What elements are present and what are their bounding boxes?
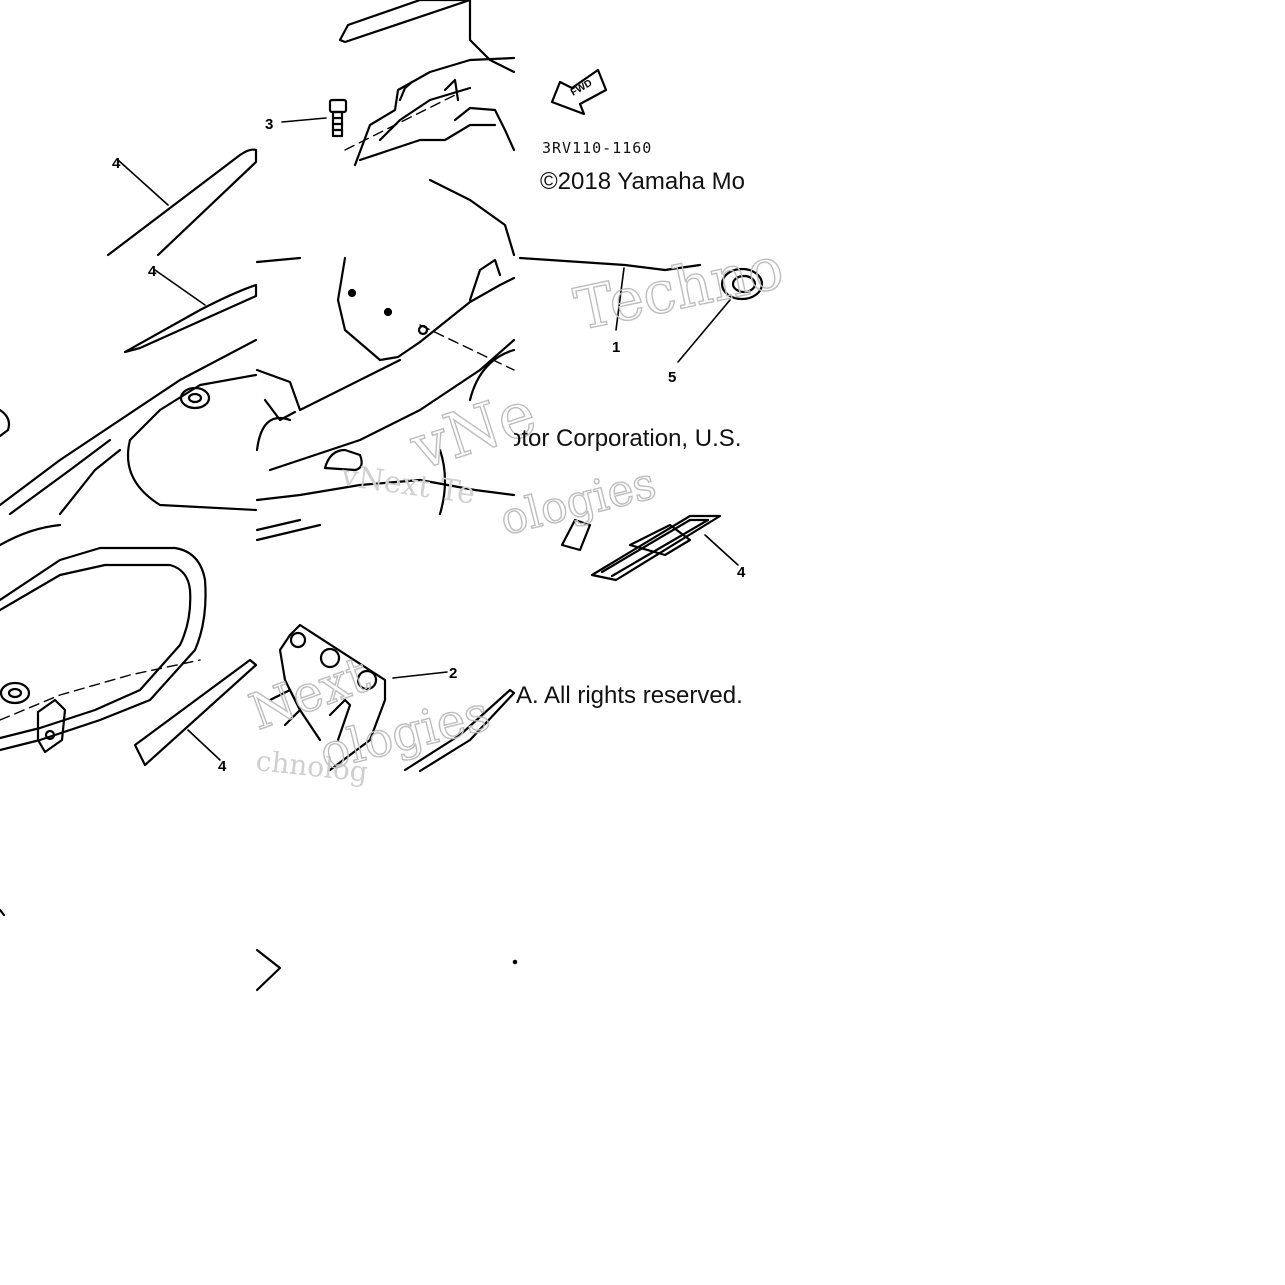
fragment-bottom-left bbox=[0, 908, 6, 917]
callout-5: 5 bbox=[668, 369, 676, 386]
rear-fender-top bbox=[338, 0, 516, 257]
fwd-label: FWD bbox=[569, 78, 594, 99]
copyright-line-2-clip: otor Corporation, U.S. bbox=[514, 425, 771, 459]
fender-body-middle bbox=[255, 256, 516, 516]
bolt-part-3 bbox=[328, 98, 348, 138]
leader-line-5 bbox=[677, 299, 731, 363]
leader-line-4-b bbox=[154, 269, 206, 306]
callout-2: 2 bbox=[449, 665, 457, 682]
side-stripe-upper-left bbox=[106, 148, 258, 257]
license-bracket-part-2 bbox=[255, 518, 516, 773]
copyright-line-3: A. All rights reserved. bbox=[516, 682, 743, 709]
fender-top-right bbox=[518, 256, 764, 331]
seat-rear-left bbox=[0, 523, 258, 767]
callout-4-a: 4 bbox=[112, 155, 121, 172]
leader-line-4-d bbox=[187, 729, 221, 761]
leader-line-4-c bbox=[704, 534, 739, 566]
copyright-line-2: otor Corporation, U.S. bbox=[514, 425, 742, 452]
leader-line-3 bbox=[281, 117, 327, 123]
stripe-lower-right bbox=[560, 514, 722, 582]
callout-4-b: 4 bbox=[148, 263, 157, 280]
watermark-techno: Techno bbox=[569, 233, 789, 343]
copyright-line-1: ©2018 Yamaha Mo bbox=[540, 168, 745, 195]
seat-side-left bbox=[0, 283, 258, 516]
part-code: 3RV110-1160 bbox=[542, 139, 653, 157]
copyright-line-1-clip: ©2018 Yamaha Mo bbox=[540, 168, 771, 202]
watermark-ologies-a: ologies bbox=[495, 458, 661, 546]
callout-3: 3 bbox=[265, 116, 273, 133]
copyright-line-3-clip: A. All rights reserved. bbox=[514, 682, 771, 716]
leader-line-2 bbox=[392, 671, 448, 679]
fragment-bottom-mid bbox=[255, 948, 282, 992]
leader-line-4-a bbox=[117, 159, 169, 206]
callout-4-c: 4 bbox=[737, 564, 746, 581]
callout-4-d: 4 bbox=[218, 758, 227, 775]
fwd-arrow-icon bbox=[550, 68, 608, 116]
callout-1: 1 bbox=[612, 339, 620, 356]
fragment-dot bbox=[512, 959, 518, 965]
